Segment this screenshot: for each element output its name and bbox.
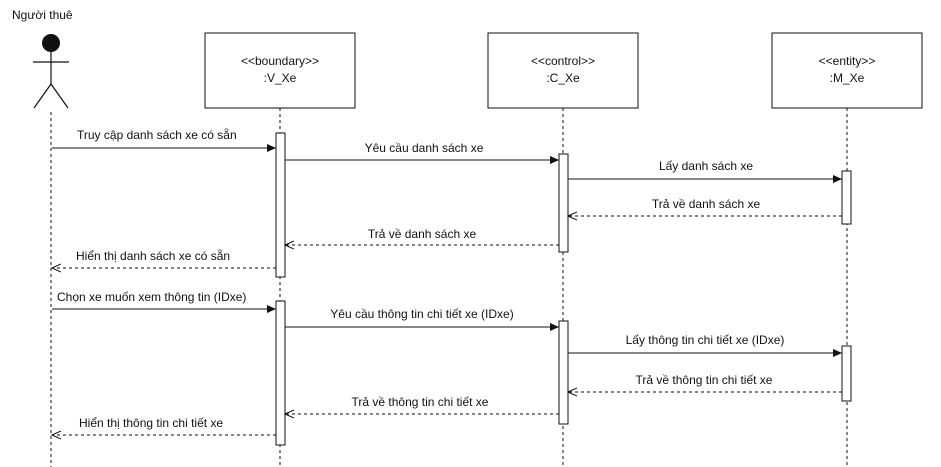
message-1: Truy cập danh sách xe có sẵn — [52, 127, 276, 152]
message-label: Truy cập danh sách xe có sẵn — [77, 127, 237, 142]
message-8: Yêu cầu thông tin chi tiết xe (IDxe) — [285, 307, 559, 331]
message-6-return: Hiển thị danh sách xe có sẵn — [52, 248, 276, 268]
message-label: Lấy danh sách xe — [659, 159, 753, 173]
message-label: Trả về thông tin chi tiết xe — [352, 395, 489, 409]
message-3: Lấy danh sách xe — [568, 159, 842, 183]
message-12-return: Hiển thị thông tin chi tiết xe — [52, 416, 276, 435]
boundary-activation-2 — [275, 300, 286, 446]
boundary-activation-1 — [275, 132, 286, 278]
entity-name: :M_Xe — [830, 71, 865, 85]
message-7: Chọn xe muốn xem thông tin (IDxe) — [52, 290, 276, 313]
message-5-return: Trả về danh sách xe — [285, 227, 559, 245]
control-activation-2 — [558, 320, 569, 425]
boundary-name: :V_Xe — [264, 71, 297, 85]
boundary-stereotype: <<boundary>> — [241, 54, 319, 68]
message-4-return: Trả về danh sách xe — [568, 197, 842, 216]
message-label: Chọn xe muốn xem thông tin (IDxe) — [57, 290, 246, 304]
message-label: Yêu cầu thông tin chi tiết xe (IDxe) — [330, 307, 513, 321]
message-label: Hiển thị danh sách xe có sẵn — [76, 248, 230, 263]
message-11-return: Trả về thông tin chi tiết xe — [285, 395, 559, 414]
message-label: Trả về danh sách xe — [652, 197, 761, 211]
actor-name: Người thuê — [12, 8, 73, 22]
lifeline-control-box: <<control>> :C_Xe — [487, 32, 639, 109]
message-label: Trả về danh sách xe — [368, 227, 477, 241]
entity-activation-2 — [841, 345, 852, 402]
entity-stereotype: <<entity>> — [819, 54, 876, 68]
message-10-return: Trả về thông tin chi tiết xe — [568, 373, 842, 392]
message-9: Lấy thông tin chi tiết xe (IDxe) — [568, 333, 842, 357]
message-label: Trả về thông tin chi tiết xe — [636, 373, 773, 387]
lifeline-entity-box: <<entity>> :M_Xe — [771, 32, 923, 109]
message-label: Lấy thông tin chi tiết xe (IDxe) — [626, 333, 785, 347]
message-2: Yêu cầu danh sách xe — [285, 141, 559, 164]
control-name: :C_Xe — [546, 71, 580, 85]
actor-stick-figure-icon — [33, 34, 69, 109]
lifeline-boundary-box: <<boundary>> :V_Xe — [204, 32, 356, 109]
message-label: Yêu cầu danh sách xe — [365, 141, 484, 155]
message-label: Hiển thị thông tin chi tiết xe — [79, 416, 223, 430]
control-stereotype: <<control>> — [531, 54, 595, 68]
actor: Người thuê — [12, 8, 73, 109]
control-activation-1 — [558, 153, 569, 253]
entity-activation-1 — [841, 170, 852, 225]
